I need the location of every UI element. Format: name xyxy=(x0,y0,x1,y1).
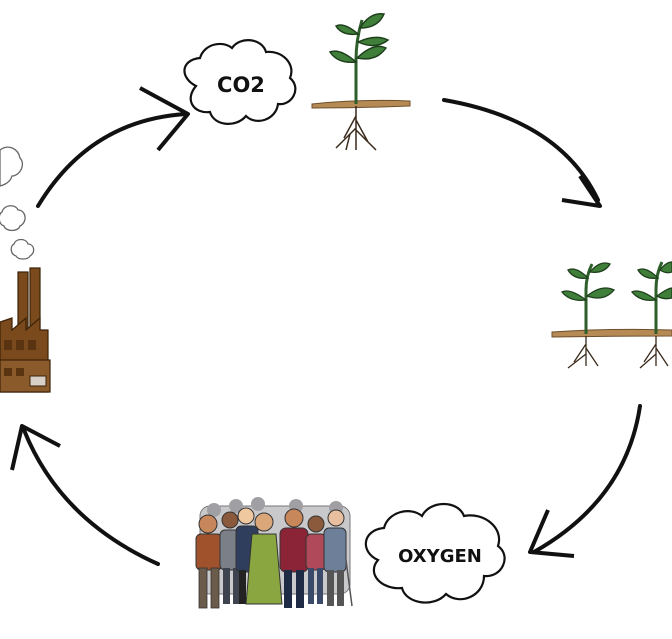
co2-label: CO2 xyxy=(217,73,265,97)
plant-row xyxy=(551,261,672,369)
arrowhead-factory-to-co2 xyxy=(139,86,190,152)
co2-cloud: CO2 xyxy=(183,39,297,125)
arrow-factory-to-co2 xyxy=(36,112,188,208)
cloud-icon xyxy=(364,502,506,604)
cloud-icon xyxy=(183,39,297,125)
oxygen-label: OXYGEN xyxy=(398,546,482,567)
soil-strip xyxy=(311,99,411,109)
smoke-puffs xyxy=(0,146,35,260)
crowd-of-people xyxy=(195,497,353,609)
factory xyxy=(0,146,51,393)
arrow-plants-to-oxygen xyxy=(532,404,642,554)
arrowhead-plant-to-plants xyxy=(561,174,602,208)
arrow-people-to-factory xyxy=(22,428,160,566)
arrowhead-plants-to-oxygen xyxy=(528,509,575,558)
arrow-plant-to-plants xyxy=(442,98,600,202)
soil-strip xyxy=(551,328,672,338)
plant-icon xyxy=(328,13,390,151)
people-icon xyxy=(195,497,353,609)
plants-icon xyxy=(560,261,672,369)
oxygen-cloud: OXYGEN xyxy=(364,502,506,604)
factory-icon xyxy=(0,267,51,393)
arrowhead-people-to-factory xyxy=(10,424,61,471)
single-plant xyxy=(311,13,411,151)
